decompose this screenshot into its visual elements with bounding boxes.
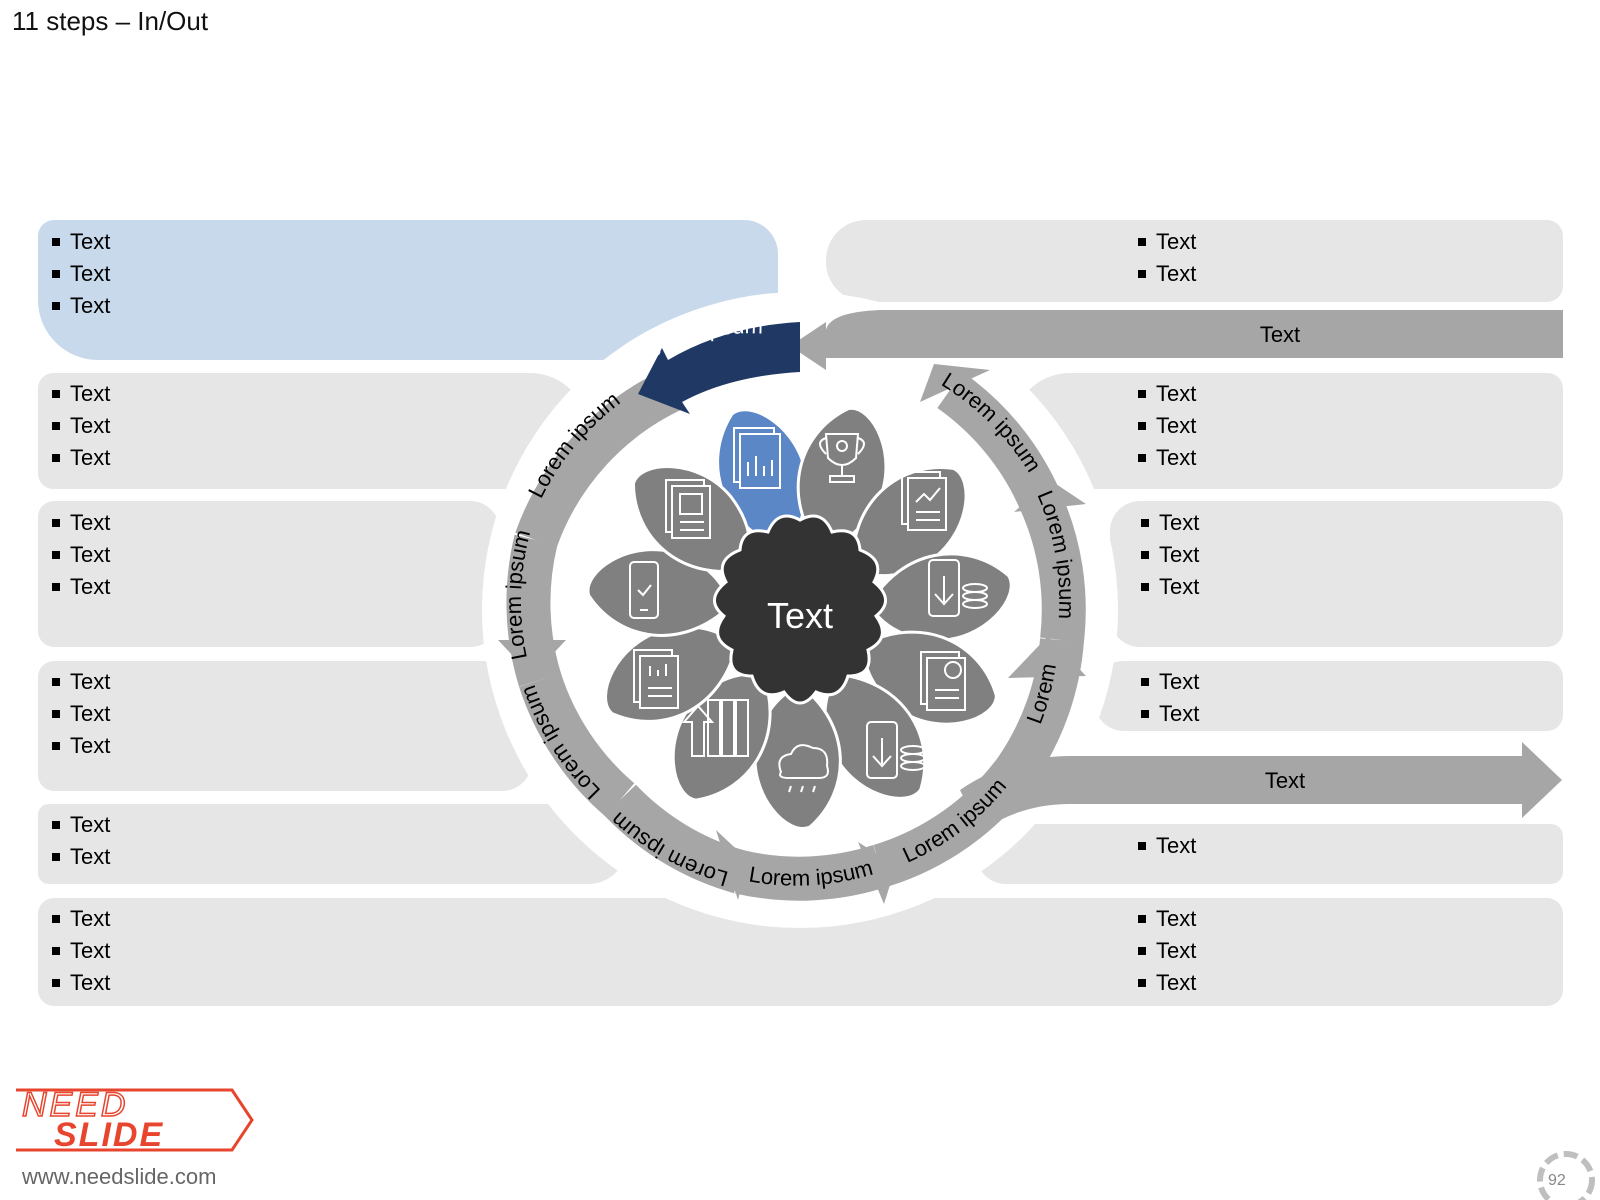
list-item: Text [1127, 507, 1199, 539]
left-panel-4 [38, 661, 532, 791]
right-panel-3-list: Text Text Text [1127, 507, 1199, 603]
right-panel-4 [1094, 661, 1563, 731]
list-item: Text [38, 226, 110, 258]
arrowhead [716, 830, 748, 900]
list-item: Text [1124, 442, 1196, 474]
logo-outline [16, 1088, 254, 1152]
document-icon [665, 479, 711, 539]
arrowhead [920, 364, 990, 402]
bottom-right-list: Text Text Text [1124, 903, 1196, 999]
highlight-arrow [638, 322, 800, 414]
right-panel-2 [1012, 373, 1563, 489]
left-panel-2 [38, 373, 588, 489]
list-item: Text [38, 730, 110, 762]
list-item: Text [1124, 226, 1196, 258]
list-item: Text [38, 571, 110, 603]
list-item: Text [1124, 903, 1196, 935]
left-panel-5-list: Text Text [38, 809, 110, 873]
list-item: Text [38, 666, 110, 698]
growth-report-icon [901, 471, 947, 531]
list-item: Text [38, 903, 110, 935]
report-chart-icon [733, 427, 781, 489]
binders-icon [681, 699, 749, 757]
trophy-icon [819, 433, 865, 483]
left-panel-5 [38, 804, 628, 884]
ring-arrow-segment [937, 372, 1061, 510]
center-badge [713, 514, 887, 705]
list-item: Text [38, 935, 110, 967]
logo-line1: NEED [22, 1086, 128, 1124]
right-panel-5 [976, 824, 1563, 884]
list-item: Text [38, 539, 110, 571]
list-item: Text [38, 841, 110, 873]
bottom-left-list: Text Text Text [38, 903, 110, 999]
list-item: Text [38, 378, 110, 410]
right-panel-1-list: Text Text [1124, 226, 1196, 290]
ring-arrow-segment [515, 367, 686, 548]
list-item: Text [1124, 410, 1196, 442]
right-panel-1 [826, 220, 1563, 302]
petal-icons [629, 427, 988, 793]
list-item: Text [38, 442, 110, 474]
rain-cloud-icon [778, 744, 829, 793]
arrowhead [1008, 636, 1086, 678]
arrowhead [1014, 480, 1086, 512]
center-label: Text [767, 595, 833, 636]
right-panel-5-list: Text [1124, 830, 1196, 862]
list-item: Text [38, 258, 110, 290]
list-item: Text [38, 507, 110, 539]
list-item: Text [1127, 666, 1199, 698]
list-item: Text [1127, 571, 1199, 603]
needslide-logo: NEED SLIDE [16, 1085, 254, 1154]
arrowhead [498, 640, 566, 676]
arrowhead [578, 760, 622, 812]
left-panel-3-list: Text Text Text [38, 507, 110, 603]
list-item: Text [38, 290, 110, 322]
logo-line2: SLIDE [54, 1116, 164, 1154]
slide-title: 11 steps – In/Out [12, 6, 209, 36]
ring-arrow-segment [604, 784, 747, 894]
output-arrow [960, 742, 1562, 832]
page-badge [1537, 1151, 1595, 1200]
list-item: Text [38, 967, 110, 999]
ring-arrow-segment [735, 844, 887, 901]
list-item: Text [1124, 935, 1196, 967]
list-item: Text [1127, 698, 1199, 730]
output-arrow-label: Text [1265, 768, 1305, 793]
list-item: Text [1127, 539, 1199, 571]
left-panel-3 [38, 501, 500, 647]
website-url[interactable]: www.needslide.com [22, 1164, 217, 1189]
input-arrow-label: Text [1260, 322, 1300, 347]
target-report-icon [920, 651, 966, 711]
ring-arrowheads [498, 364, 1086, 904]
right-panel-4-list: Text Text [1127, 666, 1199, 730]
right-panel-3 [1110, 501, 1563, 647]
list-item: Text [1124, 967, 1196, 999]
list-item: Text [1124, 258, 1196, 290]
list-item: Text [1124, 378, 1196, 410]
mobile-check-icon [629, 561, 659, 619]
list-item: Text [38, 698, 110, 730]
right-panel-2-list: Text Text Text [1124, 378, 1196, 474]
list-item: Text [1124, 830, 1196, 862]
arrowhead [858, 842, 896, 904]
mobile-money-icon [928, 559, 988, 617]
left-panel-4-list: Text Text Text [38, 666, 110, 762]
money-transfer-icon [866, 721, 926, 779]
ring-arrow-segment [1019, 490, 1086, 643]
page-number: 92 [1548, 1172, 1566, 1189]
recycle-icon [1537, 1151, 1595, 1200]
left-panel-2-list: Text Text Text [38, 378, 110, 474]
input-arrow [790, 310, 1563, 370]
list-item: Text [38, 410, 110, 442]
bar-report-icon [633, 649, 679, 709]
petals [586, 406, 1013, 830]
list-item: Text [38, 809, 110, 841]
left-panel-1-list: Text Text Text [38, 226, 110, 322]
